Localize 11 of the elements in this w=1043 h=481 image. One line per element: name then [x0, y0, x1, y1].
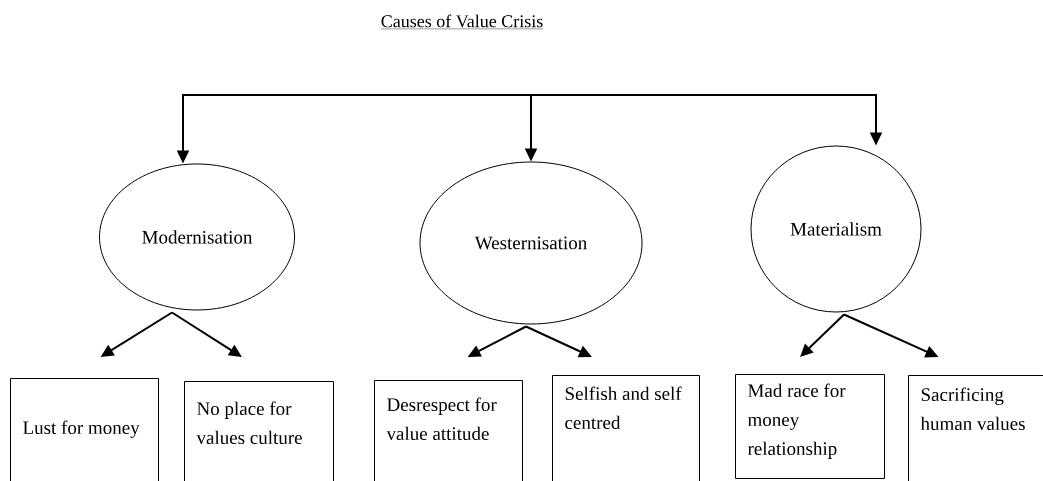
text-box: Desrespect for value attitude	[374, 380, 523, 481]
text-box: No place for values culture	[184, 381, 334, 481]
ellipse-node: Westernisation	[419, 161, 643, 325]
text-box: Selfish and self centred	[552, 375, 700, 481]
ellipse-node: Materialism	[750, 145, 922, 313]
ellipse-node: Modernisation	[99, 163, 295, 311]
title: Causes of Value Crisis	[380, 14, 544, 30]
text-box: Lust for money	[10, 378, 159, 481]
text-box: Sacrificing human values	[908, 375, 1043, 481]
arrow	[800, 313, 845, 357]
text-box: Mad race for money relationship	[735, 374, 885, 479]
